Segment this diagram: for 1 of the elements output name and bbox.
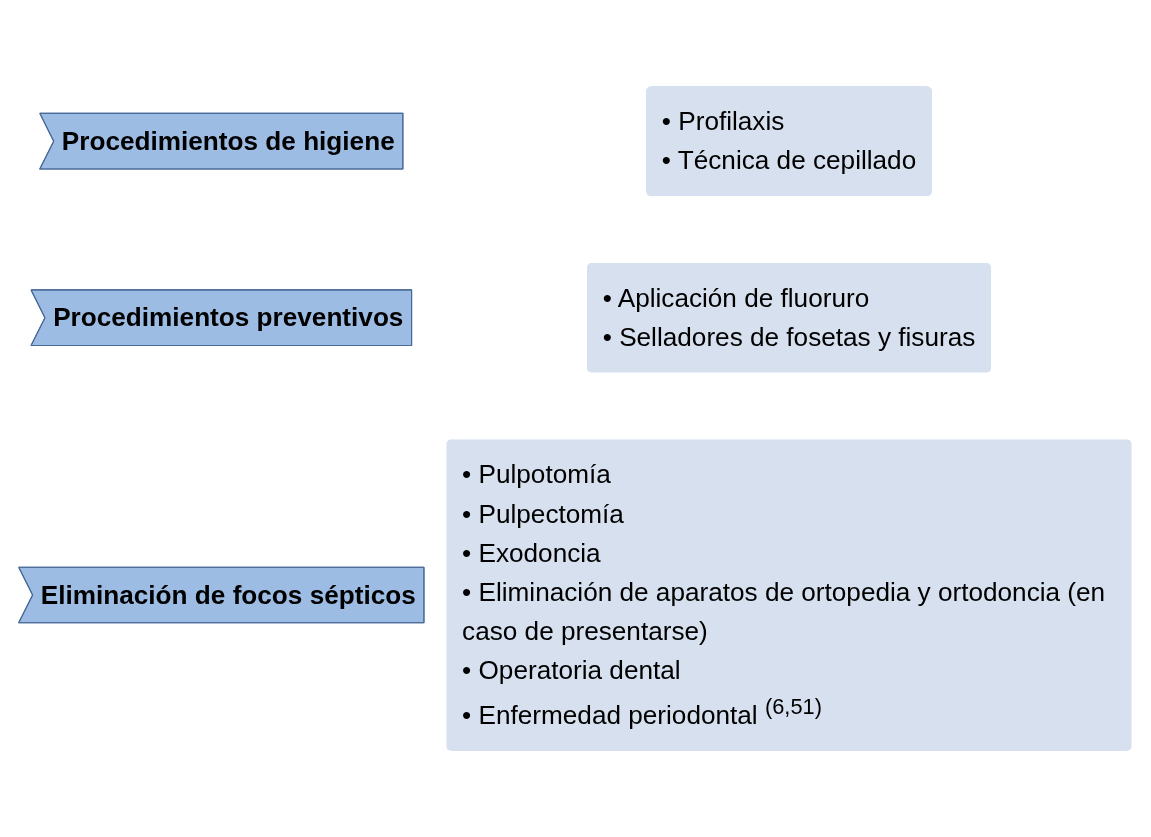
diagram: Procedimientos de higiene • Profilaxis • Técnica de cepillado Procedimientos preventivos • Aplicación de fluoruro • Selladores de fosetas y fisuras Eliminación de focos sépticos • Pulpotomía • Pulpectomía • Exodoncia • Eliminación de aparatos de ortopedia y ortodoncia (en caso de presentarse) • Operatoria dental • Enfermedad periodontal $^{(6,51)}$ — [10, 10, 1141, 827]
